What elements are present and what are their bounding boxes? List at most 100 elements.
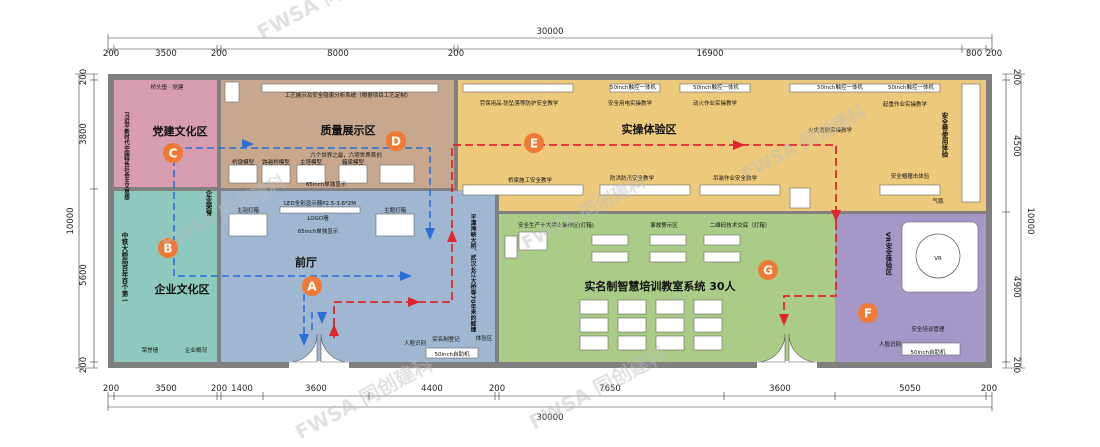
svg-text:事故警示区: 事故警示区 <box>650 221 678 229</box>
marker-E <box>524 133 544 153</box>
svg-text:A: A <box>307 280 317 294</box>
svg-text:50inch自助机: 50inch自助机 <box>910 348 946 356</box>
zone-title-classroom: 实名制智慧培训教室系统 30人 <box>584 279 736 293</box>
dim-right-3: 200 <box>1011 357 1021 373</box>
svg-text:安全帽撞击体验: 安全帽撞击体验 <box>891 172 930 180</box>
dim-bottom-9: 5050 <box>899 384 921 394</box>
svg-text:50inch触控一体机: 50inch触控一体机 <box>610 83 657 91</box>
svg-text:工艺展示及安全隐患分析系统（根据项目工艺定制）: 工艺展示及安全隐患分析系统（根据项目工艺定制） <box>285 91 412 99</box>
dim-top-6: 800 <box>966 49 982 59</box>
svg-text:气瓶: 气瓶 <box>932 197 944 205</box>
marker-B <box>158 238 178 258</box>
red-arrow-6 <box>779 314 789 326</box>
svg-text:跨越桥模型: 跨越桥模型 <box>262 158 290 166</box>
dimension-ticks-side <box>75 73 1025 369</box>
dim-top-total: 30000 <box>536 27 563 37</box>
dim-bottom-total: 30000 <box>536 413 563 423</box>
svg-text:安全生产十大禁止操作区(灯箱): 安全生产十大禁止操作区(灯箱) <box>518 221 594 229</box>
svg-text:安全用电实操教学: 安全用电实操教学 <box>608 99 653 107</box>
dim-left-1: 3800 <box>79 123 89 145</box>
svg-text:VR: VR <box>934 256 942 262</box>
zone-title-corporate: 企业文化区 <box>154 282 210 296</box>
dim-top-7: 200 <box>986 49 1002 59</box>
dim-left-3: 200 <box>79 357 89 373</box>
svg-text:箱梁模型: 箱梁模型 <box>342 158 365 166</box>
route-markers: A B C D E F G <box>158 131 878 323</box>
svg-text:桥头堡 · 党建: 桥头堡 · 党建 <box>151 83 184 91</box>
blue-arrow-3 <box>299 334 309 346</box>
svg-text:实名制登记: 实名制登记 <box>432 335 460 343</box>
dimension-ticks-top <box>107 34 993 53</box>
dim-bottom-5: 4400 <box>421 384 443 394</box>
marker-F <box>858 303 878 323</box>
dim-top-4: 200 <box>448 49 464 59</box>
dim-right-1: 4500 <box>1011 135 1021 157</box>
dimension-lines <box>78 37 1022 408</box>
svg-text:人脸识别: 人脸识别 <box>879 340 901 348</box>
svg-text:吊装作业安全教学: 吊装作业安全教学 <box>713 174 758 182</box>
svg-text:主塔模型: 主塔模型 <box>300 158 323 166</box>
svg-text:65inch单独显示: 65inch单独显示 <box>306 180 347 188</box>
svg-text:50inch触控一体机: 50inch触控一体机 <box>888 83 935 91</box>
dim-bottom-0: 200 <box>103 384 119 394</box>
svg-text:LOGO墙: LOGO墙 <box>307 214 329 222</box>
svg-text:65inch单独显示: 65inch单独显示 <box>298 227 339 235</box>
svg-text:动火作业实操教学: 动火作业实操教学 <box>693 99 738 107</box>
marker-C <box>163 143 183 163</box>
svg-text:人脸识别: 人脸识别 <box>404 339 426 347</box>
svg-text:火灾消防实操教学: 火灾消防实操教学 <box>808 126 853 134</box>
blue-arrow-1 <box>400 271 412 281</box>
label-xi-thought: 习近平新时代中国特色社会主义思想 <box>123 112 131 202</box>
red-route <box>333 144 837 338</box>
zone-title-practice: 实操体验区 <box>622 122 677 136</box>
dim-right-total: 10000 <box>1025 207 1035 234</box>
red-arrow-2 <box>408 297 420 307</box>
blue-arrow-4 <box>317 312 327 324</box>
dim-bottom-7: 7650 <box>599 384 621 394</box>
svg-text:C: C <box>169 147 178 161</box>
svg-text:二维码技术交底（灯箱）: 二维码技术交底（灯箱） <box>710 221 771 229</box>
label-railway-history: 中铁大桥局百年百个第一 <box>120 231 129 304</box>
svg-text:企业概况: 企业概况 <box>185 346 208 354</box>
svg-text:50inch触控一体机: 50inch触控一体机 <box>693 83 740 91</box>
svg-text:LED全彩显示器P2.5-3.6*2M: LED全彩显示器P2.5-3.6*2M <box>284 199 356 207</box>
svg-text:E: E <box>530 137 538 151</box>
dim-right-2: 4900 <box>1011 276 1021 298</box>
red-arrow-5 <box>831 210 841 222</box>
dim-bottom-6: 200 <box>489 384 505 394</box>
furniture <box>224 81 981 359</box>
dim-top-1: 3500 <box>155 49 177 59</box>
zone-party <box>114 80 221 189</box>
dim-top-2: 200 <box>211 49 227 59</box>
svg-text:F: F <box>864 307 872 321</box>
svg-text:体验区: 体验区 <box>476 334 493 342</box>
red-arrow-4 <box>733 140 745 150</box>
svg-text:G: G <box>763 264 773 278</box>
svg-text:防洪防汛安全教学: 防洪防汛安全教学 <box>610 174 655 182</box>
dim-left-2: 5600 <box>79 264 89 286</box>
marker-D <box>386 131 406 151</box>
svg-text:起重作业实操教学: 起重作业实操教学 <box>883 100 928 108</box>
dim-bottom-4: 3600 <box>305 384 327 394</box>
dim-bottom-2: 200 <box>211 384 227 394</box>
dim-bottom-8: 3600 <box>769 384 791 394</box>
svg-text:荣誉墙: 荣誉墙 <box>142 346 159 354</box>
dim-top-0: 200 <box>103 49 119 59</box>
label-pingtan: 平潭海峡大桥、武汉长江大桥等70年来的辉煌 <box>469 214 477 334</box>
svg-text:安全培训管理: 安全培训管理 <box>911 325 945 333</box>
dim-right-0: 200 <box>1011 69 1021 85</box>
svg-text:桥墩模型: 桥墩模型 <box>232 158 255 166</box>
label-vr-zone: VR安全体验区 <box>884 232 893 276</box>
blue-arrow-5 <box>242 139 254 149</box>
marker-A <box>302 276 322 296</box>
exhibit-labels: 桥头堡 · 党建 工艺展示及安全隐患分析系统（根据项目工艺定制） 六个世界之最，… <box>142 83 946 358</box>
marker-G <box>758 260 778 280</box>
svg-text:B: B <box>163 242 172 256</box>
red-arrow-3 <box>447 230 457 242</box>
zone-title-quality: 质量展示区 <box>321 123 376 137</box>
svg-text:劳保用品·防坠落等防护安全教学: 劳保用品·防坠落等防护安全教学 <box>480 99 559 107</box>
dim-top-5: 16900 <box>696 49 723 59</box>
dim-top-3: 8000 <box>327 49 349 59</box>
dim-left-0: 200 <box>79 69 89 85</box>
red-arrow-1 <box>329 324 339 336</box>
